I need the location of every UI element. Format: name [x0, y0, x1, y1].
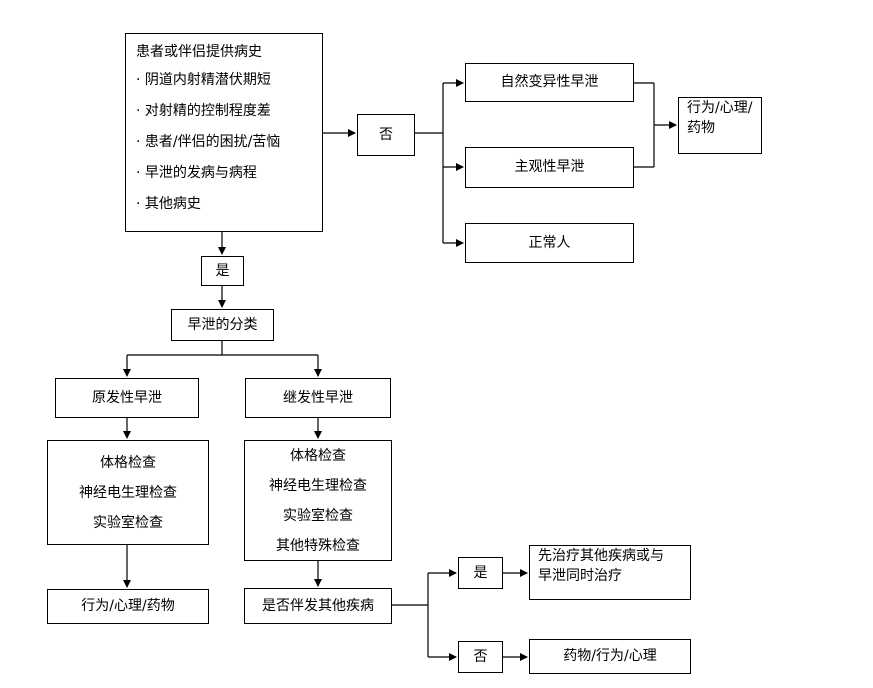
exam-item: 神经电生理检查 [79, 484, 177, 501]
exam-item: 实验室检查 [283, 507, 353, 524]
exam-item: 其他特殊检查 [276, 537, 360, 554]
history-item: 对射精的控制程度差 [136, 96, 271, 127]
comorbidity-no-box: 否 [458, 641, 503, 673]
exam-item: 神经电生理检查 [269, 477, 367, 494]
comorbidity-question-label: 是否伴发其他疾病 [262, 597, 374, 614]
subjective-label: 主观性早泄 [514, 159, 585, 176]
history-title: 患者或伴侣提供病史 [136, 44, 262, 60]
history-item: 早泄的发病与病程 [136, 158, 257, 189]
treat-other-disease-box: 先治疗其他疾病或与 早泄同时治疗 [529, 545, 691, 600]
subjective-box: 主观性早泄 [465, 147, 634, 188]
decision-yes-label: 是 [215, 262, 230, 279]
decision-no-box: 否 [357, 114, 415, 156]
treat-other-line: 先治疗其他疾病或与 [538, 548, 664, 564]
comorbidity-yes-box: 是 [458, 557, 503, 589]
exam-item: 体格检查 [100, 454, 156, 471]
primary-treatment-box: 行为/心理/药物 [47, 589, 209, 624]
drug-treatment-box: 药物/行为/心理 [529, 639, 691, 674]
drug-treatment-label: 药物/行为/心理 [563, 648, 657, 665]
history-item: 其他病史 [136, 189, 201, 220]
secondary-exams-box: 体格检查 神经电生理检查 实验室检查 其他特殊检查 [244, 440, 392, 561]
secondary-pe-label: 继发性早泄 [283, 389, 353, 406]
secondary-pe-box: 继发性早泄 [245, 378, 391, 418]
primary-treatment-label: 行为/心理/药物 [81, 598, 175, 615]
exam-item: 实验室检查 [93, 514, 163, 531]
normal-person-label: 正常人 [528, 234, 571, 251]
decision-no-label: 否 [379, 126, 393, 143]
exam-item: 体格检查 [290, 447, 346, 464]
primary-pe-box: 原发性早泄 [55, 378, 199, 418]
classification-label: 早泄的分类 [187, 316, 258, 333]
normal-person-box: 正常人 [465, 223, 634, 263]
treatment-box-top: 行为/心理/ 药物 [678, 97, 762, 154]
primary-pe-label: 原发性早泄 [92, 389, 162, 406]
comorbidity-no-label: 否 [473, 648, 488, 665]
history-item: 患者/伴侣的困扰/苦恼 [136, 127, 280, 158]
classification-box: 早泄的分类 [171, 309, 274, 341]
treatment-line: 药物 [687, 120, 715, 136]
treatment-line: 行为/心理/ [687, 100, 753, 116]
comorbidity-yes-label: 是 [473, 564, 488, 581]
decision-yes-box: 是 [201, 256, 244, 286]
history-item: 阴道内射精潜伏期短 [136, 65, 271, 96]
treat-other-line: 早泄同时治疗 [538, 568, 622, 584]
comorbidity-question-box: 是否伴发其他疾病 [244, 588, 392, 624]
primary-exams-box: 体格检查 神经电生理检查 实验室检查 [47, 440, 209, 545]
natural-variation-box: 自然变异性早泄 [465, 63, 634, 102]
natural-variation-label: 自然变异性早泄 [500, 74, 599, 91]
history-box: 患者或伴侣提供病史 阴道内射精潜伏期短 对射精的控制程度差 患者/伴侣的困扰/苦… [125, 33, 323, 232]
